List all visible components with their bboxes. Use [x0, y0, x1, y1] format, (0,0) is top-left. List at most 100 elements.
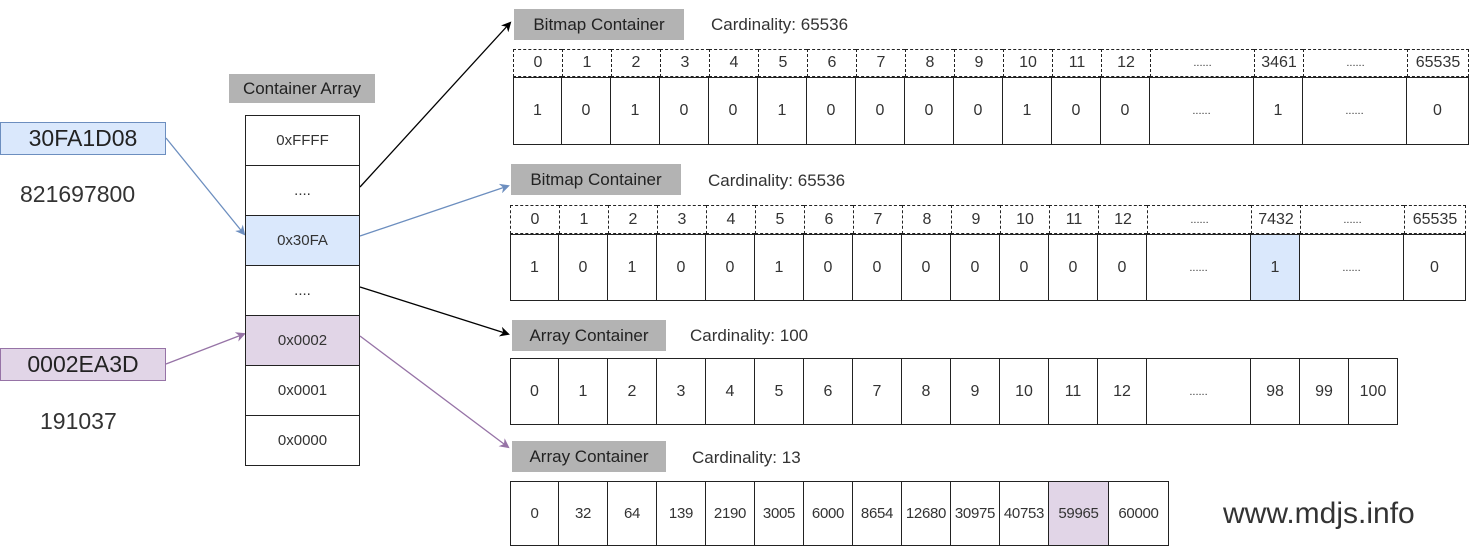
container-array-title: Container Array: [229, 74, 375, 103]
bitmap-value-cell: 0: [562, 77, 611, 145]
container-slot: 0xFFFF: [245, 115, 360, 166]
bitmap-value-cell-highlighted: 1: [1251, 234, 1300, 301]
array-value-cell: 4: [706, 358, 755, 425]
bitmap-index-cell: ......: [1150, 49, 1254, 77]
bitmap-value-cell: 0: [657, 234, 706, 301]
bitmap-index-cell: ......: [1300, 205, 1404, 234]
container-cardinality: Cardinality: 13: [692, 448, 801, 467]
array-value-cell: 1: [559, 358, 608, 425]
bitmap-index-cell: 65535: [1407, 49, 1469, 77]
key-decimal-label: 821697800: [20, 181, 136, 207]
bitmap-value-cell: 1: [1254, 77, 1303, 145]
bitmap-index-cell: ......: [1303, 49, 1407, 77]
bitmap-index-cell: 7: [853, 205, 902, 234]
bitmap-value-cell: 0: [807, 77, 856, 145]
arrow-slot-to-bitmap1: [359, 21, 512, 188]
bitmap-index-cell: 5: [758, 49, 807, 77]
arrow-slot-to-array1: [359, 286, 510, 337]
array-value-cell: 32: [559, 481, 608, 546]
container-cardinality: Cardinality: 100: [690, 326, 809, 345]
array-value-cell: 12: [1098, 358, 1147, 425]
bitmap-index-cell: 6: [804, 205, 853, 234]
bitmap-value-cell: 1: [513, 77, 562, 145]
bitmap-index-cell: 65535: [1404, 205, 1466, 234]
bitmap-index-cell: 10: [1003, 49, 1052, 77]
bitmap-value-cell: 0: [951, 234, 1000, 301]
bitmap-value-cell: 0: [660, 77, 709, 145]
bitmap-value-cell: 0: [1404, 234, 1466, 301]
bitmap-index-cell: ......: [1147, 205, 1251, 234]
array-value-cell: 100: [1349, 358, 1398, 425]
bitmap-value-cell: 0: [804, 234, 853, 301]
array-value-cell: 60000: [1109, 481, 1169, 546]
container-slot: ....: [245, 266, 360, 316]
array-value-cell: 98: [1251, 358, 1300, 425]
bitmap-value-cell: 0: [1000, 234, 1049, 301]
bitmap-index-cell: 1: [562, 49, 611, 77]
array-value-cell: 139: [657, 481, 706, 546]
container-title: Bitmap Container: [514, 9, 684, 40]
bitmap-index-cell: 11: [1052, 49, 1101, 77]
array-value-cell: 0: [510, 481, 559, 546]
key-decimal-label: 191037: [40, 408, 117, 434]
arrow-key2-to-slot: [165, 332, 246, 365]
array-value-cell: 40753: [1000, 481, 1049, 546]
bitmap-value-cell: 1: [611, 77, 660, 145]
bitmap-index-cell: 2: [608, 205, 657, 234]
bitmap-value-cell: 0: [709, 77, 758, 145]
bitmap-index-cell: 9: [951, 205, 1000, 234]
bitmap-index-cell: 0: [513, 49, 562, 77]
array-value-cell: 7: [853, 358, 902, 425]
array-value-cell: 64: [608, 481, 657, 546]
key-hex-box: 30FA1D08: [0, 122, 166, 155]
array-value-cell: 8654: [853, 481, 902, 546]
bitmap-value-cell: 0: [1101, 77, 1150, 145]
bitmap-index-cell: 8: [902, 205, 951, 234]
bitmap-value-cell: 1: [608, 234, 657, 301]
array-value-cell: 3005: [755, 481, 804, 546]
key-hex-box: 0002EA3D: [0, 348, 166, 381]
array-value-cell: 9: [951, 358, 1000, 425]
bitmap-value-cell: 0: [559, 234, 608, 301]
bitmap-index-cell: 12: [1098, 205, 1147, 234]
array-value-cell: 3: [657, 358, 706, 425]
array-value-cell: 10: [1000, 358, 1049, 425]
container-slot-highlighted: 0x0002: [245, 316, 360, 366]
container-title: Array Container: [512, 441, 666, 472]
bitmap-value-cell: ......: [1147, 234, 1251, 301]
bitmap-value-cell: 0: [954, 77, 1003, 145]
array-value-cell: ......: [1147, 358, 1251, 425]
container-slot: ....: [245, 166, 360, 216]
bitmap-value-cell: 0: [1098, 234, 1147, 301]
bitmap-value-cell: 0: [905, 77, 954, 145]
container-slot: 0x0001: [245, 366, 360, 416]
bitmap-value-cell: 1: [1003, 77, 1052, 145]
array-value-cell: 5: [755, 358, 804, 425]
bitmap-index-cell: 11: [1049, 205, 1098, 234]
arrow-slot-to-bitmap2: [359, 183, 510, 237]
bitmap-value-cell: 1: [758, 77, 807, 145]
bitmap-index-cell: 3461: [1254, 49, 1303, 77]
bitmap-index-cell: 5: [755, 205, 804, 234]
bitmap-value-cell: 1: [510, 234, 559, 301]
array-value-cell: 2190: [706, 481, 755, 546]
bitmap-index-cell: 3: [657, 205, 706, 234]
bitmap-index-cell: 6: [807, 49, 856, 77]
bitmap-index-cell: 3: [660, 49, 709, 77]
bitmap-value-cell: 0: [856, 77, 905, 145]
array-value-cell: 30975: [951, 481, 1000, 546]
bitmap-value-cell: 0: [1407, 77, 1469, 145]
array-value-cell: 0: [510, 358, 559, 425]
bitmap-value-cell: 0: [706, 234, 755, 301]
bitmap-value-cell: 0: [902, 234, 951, 301]
container-title: Array Container: [512, 320, 666, 351]
container-cardinality: Cardinality: 65536: [711, 15, 849, 34]
container-array-list: 0xFFFF .... 0x30FA .... 0x0002 0x0001 0x…: [245, 115, 360, 466]
bitmap-index-cell: 7: [856, 49, 905, 77]
